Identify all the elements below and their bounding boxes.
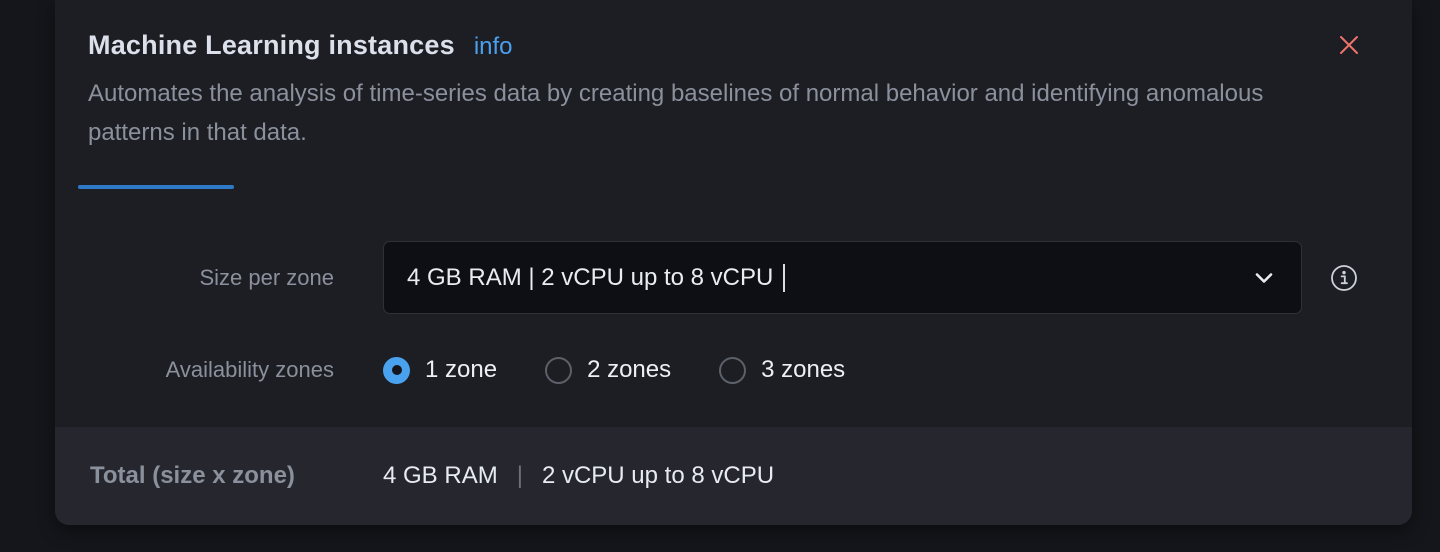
- zones-radio-group: 1 zone 2 zones 3 zones: [383, 356, 845, 384]
- size-select[interactable]: 4 GB RAM | 2 vCPU up to 8 vCPU: [383, 241, 1302, 314]
- page-title: Machine Learning instances: [88, 30, 455, 60]
- total-summary-row: Total (size x zone) 4 GB RAM | 2 vCPU up…: [55, 427, 1412, 525]
- size-info-button[interactable]: [1329, 263, 1359, 293]
- text-cursor: [783, 263, 786, 292]
- radio-3-zones[interactable]: 3 zones: [719, 356, 845, 384]
- radio-unselected-icon[interactable]: [545, 356, 573, 384]
- size-per-zone-label: Size per zone: [199, 264, 334, 290]
- availability-zones-row: Availability zones 1 zone 2 zones: [88, 356, 1374, 384]
- total-value: 4 GB RAM | 2 vCPU up to 8 vCPU: [383, 462, 774, 490]
- total-ram-value: 4 GB RAM: [383, 462, 498, 489]
- ml-instances-panel: Machine Learning instances info Automate…: [55, 0, 1412, 525]
- info-link[interactable]: info: [473, 33, 513, 60]
- radio-1-zone-label: 1 zone: [425, 356, 498, 383]
- radio-2-zones-label: 2 zones: [587, 356, 672, 383]
- size-field-group: 4 GB RAM | 2 vCPU up to 8 vCPU: [383, 241, 1359, 314]
- selected-tab-underline: [78, 185, 234, 189]
- radio-1-zone[interactable]: 1 zone: [383, 356, 497, 384]
- radio-selected-icon[interactable]: [383, 356, 410, 384]
- total-cpu-value: 2 vCPU up to 8 vCPU: [541, 462, 775, 489]
- size-select-value: 4 GB RAM | 2 vCPU up to 8 vCPU: [407, 263, 774, 291]
- panel-description: Automates the analysis of time-series da…: [88, 80, 1264, 146]
- info-circle-icon: [1330, 264, 1358, 292]
- size-per-zone-row: Size per zone 4 GB RAM | 2 vCPU up to 8 …: [88, 241, 1374, 314]
- close-icon: [1337, 33, 1361, 57]
- radio-3-zones-label: 3 zones: [761, 356, 846, 383]
- total-separator: |: [516, 462, 523, 489]
- radio-2-zones[interactable]: 2 zones: [545, 356, 671, 384]
- chevron-down-icon[interactable]: [1251, 265, 1277, 291]
- radio-unselected-icon[interactable]: [719, 356, 747, 384]
- close-button[interactable]: [1334, 30, 1364, 60]
- instance-form: Size per zone 4 GB RAM | 2 vCPU up to 8 …: [88, 241, 1374, 384]
- availability-zones-label: Availability zones: [165, 357, 334, 382]
- panel-content: Machine Learning instances info Automate…: [55, 0, 1412, 384]
- total-label: Total (size x zone): [90, 462, 295, 489]
- panel-header: Machine Learning instances info: [88, 30, 1374, 61]
